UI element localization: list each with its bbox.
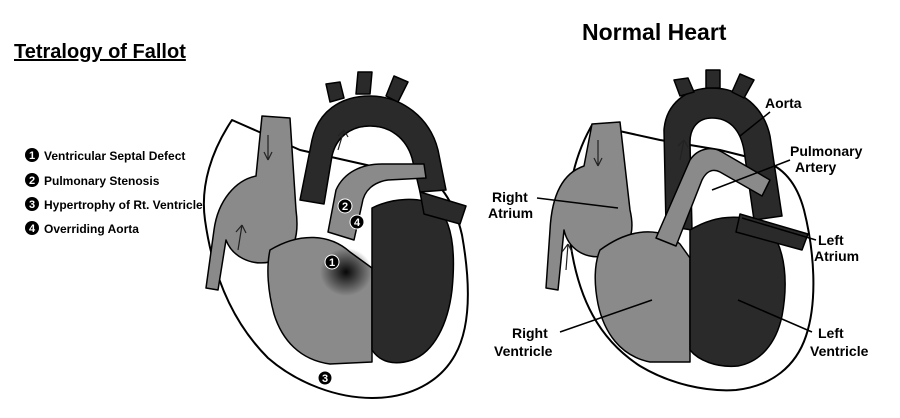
right-atrium xyxy=(205,115,298,291)
label-right-ventricle-line2: Ventricle xyxy=(494,343,553,359)
legend-number: 2 xyxy=(29,175,35,187)
marker-hypertrophy: 3 xyxy=(317,370,333,386)
legend-number: 3 xyxy=(29,199,35,211)
flow-arrow xyxy=(237,224,243,251)
marker-number: 2 xyxy=(342,201,348,213)
legend-number-badge xyxy=(25,173,39,187)
right-ventricle xyxy=(594,231,691,363)
legend-text: Hypertrophy of Rt. Ventricle xyxy=(44,198,203,212)
flow-arrow xyxy=(337,129,345,151)
label-aorta: Aorta xyxy=(765,95,802,111)
septal-defect-shading xyxy=(320,248,372,296)
flow-arrow xyxy=(235,224,247,234)
label-right-ventricle-line1: Right xyxy=(512,325,548,341)
marker-badge xyxy=(324,254,340,270)
aorta-branch xyxy=(325,81,345,103)
legend-text: Ventricular Septal Defect xyxy=(44,149,185,163)
label-pulmonary-artery-line2: Artery xyxy=(795,159,836,175)
flow-arrow xyxy=(677,139,689,161)
marker-badge xyxy=(317,370,333,386)
leader-line xyxy=(739,111,771,137)
marker-overriding-aorta: 4 xyxy=(349,214,365,230)
flow-arrow xyxy=(593,140,603,167)
legend: 1 Ventricular Septal Defect 2 Pulmonary … xyxy=(25,148,203,236)
leader-line xyxy=(737,299,813,333)
heart-markers: 1 2 3 4 xyxy=(317,198,365,386)
legend-number-badge xyxy=(25,221,39,235)
legend-item-4: 4 Overriding Aorta xyxy=(25,221,139,236)
legend-item-1: 1 Ventricular Septal Defect xyxy=(25,148,185,163)
marker-number: 4 xyxy=(354,217,361,229)
marker-number: 1 xyxy=(329,257,335,269)
label-right-atrium-line2: Atrium xyxy=(488,205,533,221)
legend-number: 4 xyxy=(29,223,36,235)
legend-number-badge xyxy=(25,148,39,162)
normal-heart xyxy=(545,69,815,392)
marker-number: 3 xyxy=(322,373,328,385)
leader-line xyxy=(711,159,791,191)
normal-heart-title: Normal Heart xyxy=(582,19,727,45)
label-pulmonary-artery-line1: Pulmonary xyxy=(790,143,863,159)
legend-number: 1 xyxy=(29,150,35,162)
leader-line xyxy=(536,197,619,209)
marker-pulmonary-stenosis: 2 xyxy=(337,198,353,214)
normal-heart-labels: Aorta Pulmonary Artery Right Atrium Left… xyxy=(488,95,869,359)
marker-badge xyxy=(337,198,353,214)
legend-text: Overriding Aorta xyxy=(44,222,139,236)
label-left-ventricle-line1: Left xyxy=(818,325,844,341)
tetralogy-heart xyxy=(202,71,469,399)
marker-septal-defect: 1 xyxy=(324,254,340,270)
flow-arrows xyxy=(561,139,689,271)
flow-arrow xyxy=(337,129,349,138)
marker-badge xyxy=(349,214,365,230)
label-left-ventricle-line2: Ventricle xyxy=(810,343,869,359)
legend-item-3: 3 Hypertrophy of Rt. Ventricle xyxy=(25,197,203,212)
legend-text: Pulmonary Stenosis xyxy=(44,174,160,188)
label-right-atrium-line1: Right xyxy=(492,189,528,205)
flow-arrow xyxy=(263,151,273,161)
label-left-atrium-line1: Left xyxy=(818,232,844,248)
aortic-arch xyxy=(299,95,447,205)
flow-arrows xyxy=(235,129,349,251)
legend-number-badge xyxy=(25,197,39,211)
aorta-branch xyxy=(731,73,755,99)
leader-line xyxy=(559,299,653,333)
aorta-branch xyxy=(385,75,409,103)
left-atrium xyxy=(419,191,467,225)
aorta-branch xyxy=(355,71,373,95)
aorta-branch xyxy=(705,69,721,89)
pulmonary-artery xyxy=(655,147,771,247)
flow-arrow xyxy=(561,243,573,271)
legend-item-2: 2 Pulmonary Stenosis xyxy=(25,173,160,188)
left-atrium xyxy=(735,213,809,251)
leader-line xyxy=(741,217,817,241)
aorta-branch xyxy=(673,77,695,97)
label-left-atrium-line2: Atrium xyxy=(814,248,859,264)
tetralogy-title: Tetralogy of Fallot xyxy=(14,41,186,63)
